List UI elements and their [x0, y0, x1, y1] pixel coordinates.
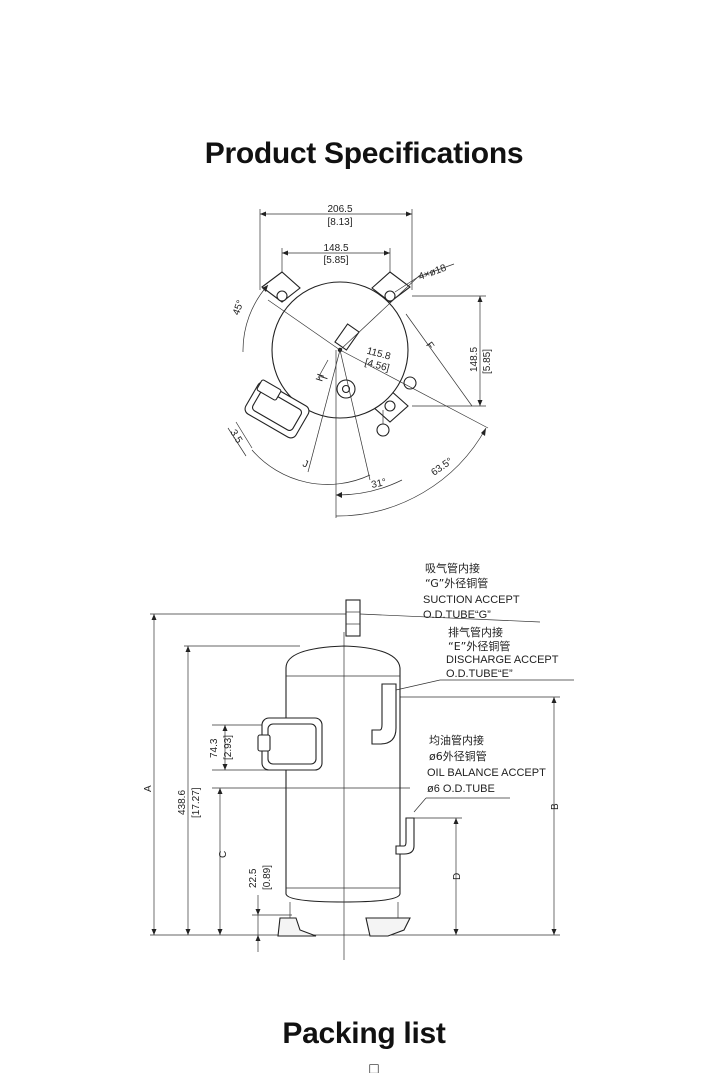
- depth-mount: 148.5: [469, 347, 480, 372]
- mount-foot-tl: [261, 271, 301, 303]
- label-h: H: [314, 373, 327, 383]
- width-overall: 206.5: [327, 204, 352, 215]
- foot-right: [365, 917, 411, 937]
- width-mount-in: [5.85]: [323, 255, 348, 266]
- height-total: 438.6: [177, 790, 188, 815]
- mount-hole: [384, 290, 396, 302]
- suction-label-cn-1: 吸气管内接: [425, 561, 480, 575]
- label-c: C: [218, 851, 229, 858]
- angle-635: 63.5°: [429, 456, 455, 478]
- foot-height: 22.5: [248, 868, 259, 888]
- suction-tube: [345, 599, 361, 637]
- terminal-height: 74.3: [209, 738, 220, 758]
- width-mount: 148.5: [323, 243, 348, 254]
- discharge-label-cn-1: 排气管内接: [448, 625, 503, 639]
- hole-spec: 4×ø18: [417, 263, 448, 283]
- terminal-box-side: [257, 717, 323, 771]
- mount-hole: [384, 400, 396, 412]
- label-f: F: [423, 340, 436, 351]
- oil-label-cn-2: ø6外径铜管: [429, 749, 487, 763]
- suction-label-en-2: O.D.TUBE“G”: [423, 609, 491, 621]
- compressor-shell: [285, 645, 401, 903]
- foot-height-in: [0.89]: [262, 865, 273, 890]
- angle-31: 31°: [370, 477, 387, 491]
- section-title-packing: Packing list: [282, 1017, 446, 1050]
- angle-45: 45°: [231, 299, 247, 317]
- top-view: 206.5 [8.13] 148.5 [5.85]: [227, 204, 493, 518]
- side-view: A 438.6 [17.27] 74.3 [2.93] C 22.5 [0.89…: [143, 561, 574, 960]
- suction-label-en-1: SUCTION ACCEPT: [423, 594, 520, 606]
- mount-hole: [276, 290, 288, 302]
- suction-label-cn-2: “G”外径铜管: [425, 576, 488, 590]
- foot-left: [277, 917, 317, 937]
- label-a: A: [143, 785, 154, 792]
- discharge-label-cn-2: “E”外径铜管: [448, 639, 510, 653]
- page-title: Product Specifications: [204, 137, 524, 170]
- label-j: J: [301, 458, 309, 470]
- oil-balance-tube: [395, 817, 415, 855]
- oil-label-en-1: OIL BALANCE ACCEPT: [427, 767, 546, 779]
- label-d: D: [452, 873, 463, 880]
- terminal-box-top: [244, 379, 310, 439]
- oil-label-en-2: ø6 O.D.TUBE: [427, 783, 495, 795]
- label-i: I: [319, 375, 330, 381]
- width-overall-in: [8.13]: [327, 217, 352, 228]
- height-total-in: [17.27]: [191, 787, 202, 818]
- mount-foot-tr: [371, 271, 411, 303]
- oil-port: [376, 423, 390, 437]
- depth-mount-in: [5.85]: [482, 349, 493, 374]
- label-b: B: [550, 803, 561, 810]
- oil-label-cn-1: 均油管内接: [429, 733, 484, 747]
- discharge-tube: [371, 683, 397, 745]
- terminal-height-in: [2.93]: [223, 735, 234, 760]
- discharge-label-en-2: O.D.TUBE“E”: [446, 668, 513, 680]
- discharge-label-en-1: DISCHARGE ACCEPT: [446, 654, 559, 666]
- discharge-port: [403, 376, 417, 390]
- footer-glyph: □: [368, 1061, 379, 1073]
